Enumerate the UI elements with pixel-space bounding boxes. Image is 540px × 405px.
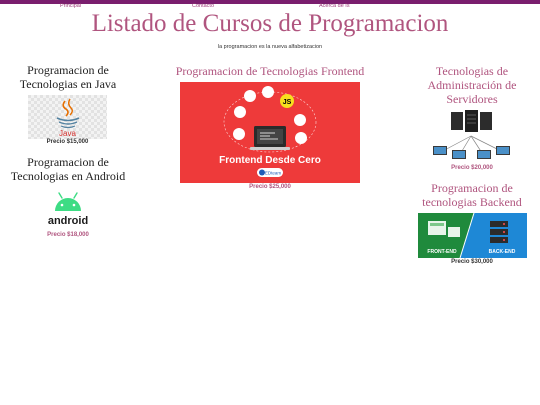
server-network-icon — [433, 110, 510, 159]
svg-text:BACK-END: BACK-END — [489, 249, 516, 255]
page-subtitle: la programacion es la nueva alfabetizaci… — [217, 44, 323, 50]
price-android: Precio $18,000 — [47, 232, 89, 238]
course-title-servers: Tecnologias de Administración de Servido… — [427, 64, 517, 106]
svg-text:EDteam: EDteam — [265, 171, 282, 176]
nav-link-contacto[interactable]: Contacto — [192, 3, 215, 9]
servers-course-image[interactable] — [429, 110, 514, 162]
page-title: Listado de Cursos de Programacion — [91, 10, 449, 37]
svg-text:Frontend Desde Cero: Frontend Desde Cero — [219, 155, 321, 166]
svg-text:Java: Java — [59, 129, 76, 138]
java-logo-image[interactable]: Java — [28, 95, 107, 139]
android-icon: android — [48, 192, 88, 227]
frontend-backend-icon: FRONT-END BACK-END — [427, 213, 527, 258]
price-java: Precio $15,000 — [46, 139, 89, 145]
price-servers: Precio $20,000 — [451, 165, 493, 171]
price-frontend: Precio $25,000 — [249, 184, 291, 190]
price-backend: Precio $30,000 — [451, 259, 493, 265]
top-bar — [0, 0, 540, 4]
svg-text:android: android — [48, 215, 88, 227]
svg-text:FRONT-END: FRONT-END — [427, 249, 457, 255]
course-title-java: Programacion de Tecnologias en Java — [19, 63, 117, 91]
main-nav: Principal Contacto Acerca de Is — [0, 3, 540, 11]
svg-text:JS: JS — [283, 99, 292, 106]
frontend-banner-icon: JS Frontend Desde Cero EDteam — [219, 86, 321, 177]
backend-course-image[interactable]: FRONT-END BACK-END — [418, 213, 527, 258]
frontend-course-image[interactable]: JS Frontend Desde Cero EDteam — [180, 82, 360, 183]
nav-link-principal[interactable]: Principal — [60, 3, 82, 9]
android-logo-image[interactable]: android — [44, 189, 92, 229]
course-title-frontend: Programacion de Tecnologias Frontend — [175, 64, 365, 78]
course-title-android: Programacion de Tecnologias en Android — [10, 155, 126, 183]
nav-link-acerca[interactable]: Acerca de Is — [319, 3, 350, 9]
java-icon: Java — [28, 95, 107, 139]
course-title-backend: Programacion de tecnologias Backend — [422, 181, 522, 209]
